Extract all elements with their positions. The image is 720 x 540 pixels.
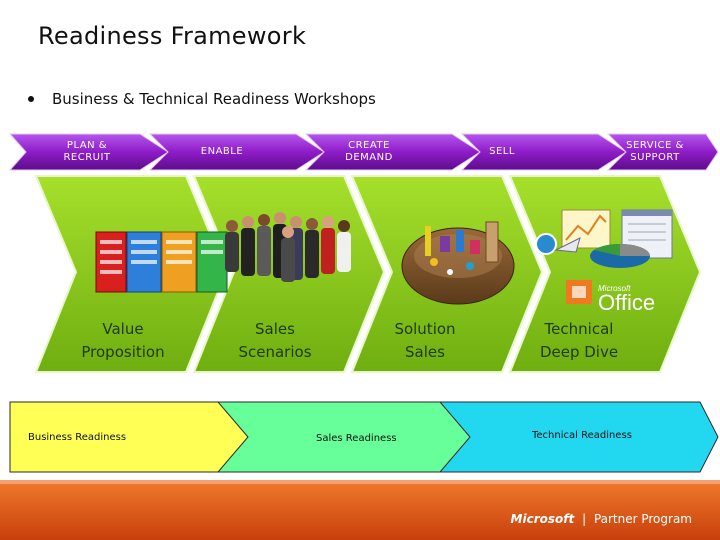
panel-label-sales-scenarios: Sales Scenarios xyxy=(238,320,312,361)
office-logo-product: Office xyxy=(598,290,656,315)
slide-title: Readiness Framework xyxy=(38,22,307,50)
office-logo-brand: Microsoft xyxy=(598,284,631,293)
business-people-icon xyxy=(225,212,351,282)
bullet-icon xyxy=(28,96,34,102)
readiness-label-business: Business Readiness xyxy=(28,432,127,443)
panel-label-value-proposition: Value Proposition xyxy=(81,320,165,361)
footer-brand: Microsoft | Partner Program xyxy=(510,512,692,526)
readiness-label-sales: Sales Readiness xyxy=(316,433,397,444)
phase-arrow-plan-recruit xyxy=(8,133,169,171)
solution-sales-globe-icon xyxy=(401,221,515,305)
phase-arrow-enable xyxy=(148,133,325,171)
phase-arrow-service-support xyxy=(606,133,719,171)
phase-arrow-sell xyxy=(460,133,627,171)
phase-label-create-demand: CREATE DEMAND xyxy=(345,140,393,163)
panel-label-technical-deep-dive: Technical Deep Dive xyxy=(539,320,619,361)
footer-brand-logo: Microsoft xyxy=(510,512,575,526)
footer-bar xyxy=(0,480,720,540)
readiness-label-technical: Technical Readiness xyxy=(532,430,632,441)
bullet-text: Business & Technical Readiness Workshops xyxy=(52,90,376,108)
value-proposition-chart-icon xyxy=(95,231,228,293)
phase-arrow-create-demand xyxy=(304,133,481,171)
footer-program-label: Partner Program xyxy=(593,512,692,526)
phase-label-sell: SELL xyxy=(489,146,515,157)
phase-label-enable: ENABLE xyxy=(200,146,244,157)
readiness-arrow-technical xyxy=(438,401,719,473)
office-charts-icon xyxy=(535,209,673,304)
office-logo: Microsoft Office xyxy=(598,284,655,316)
phase-label-plan-recruit: PLAN & RECRUIT xyxy=(63,140,111,163)
panel-label-solution-sales: Solution Sales xyxy=(394,320,456,361)
bullet-item: Business & Technical Readiness Workshops xyxy=(28,90,376,108)
phase-label-service-support: SERVICE & SUPPORT xyxy=(626,140,684,163)
